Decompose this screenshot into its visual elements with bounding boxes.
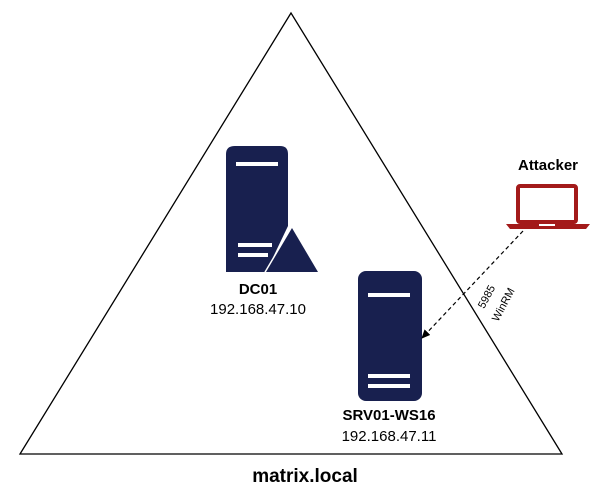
domain-boundary-triangle: [18, 11, 564, 455]
dc01-name: DC01: [238, 281, 278, 298]
server-icon: [358, 271, 422, 401]
srv01-name: SRV01-WS16: [342, 407, 436, 424]
laptop-icon: [506, 184, 590, 229]
dc01-ip: 192.168.47.10: [210, 301, 306, 318]
winrm-connection-arrow: [421, 230, 524, 339]
attacker-label: Attacker: [517, 157, 579, 174]
srv01-ip: 192.168.47.11: [341, 428, 437, 445]
domain-name: matrix.local: [252, 466, 358, 487]
domain-controller-icon: [226, 146, 320, 274]
